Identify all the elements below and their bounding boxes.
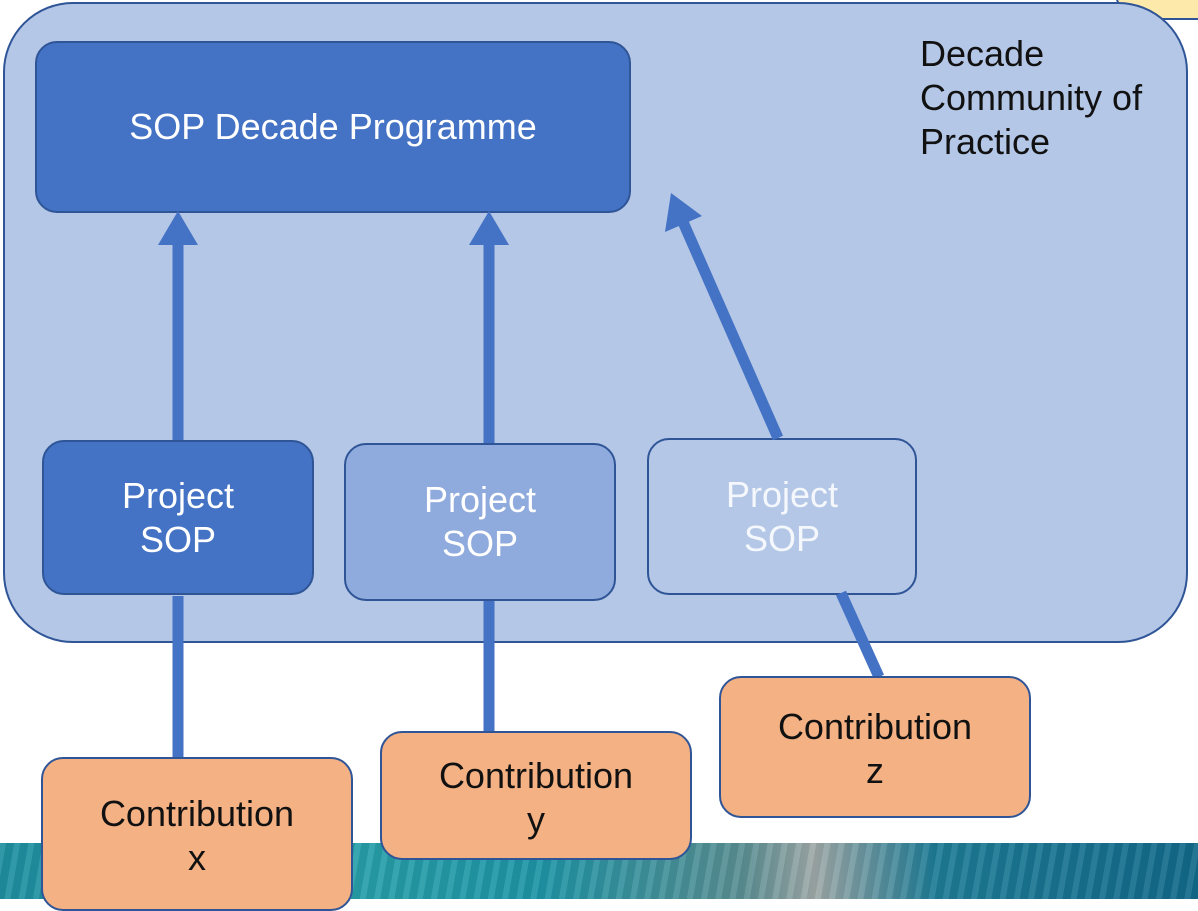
project-sop-label-line2: SOP [743,517,820,559]
project-sop-label-line2: SOP [441,523,518,564]
contribution-label-line1: Contribution [99,793,295,834]
contribution-label-line1: Contribution [777,706,973,747]
arrowhead-y [469,211,509,245]
community-label: Decade Community of Practice [920,33,1143,162]
programme-label: SOP Decade Programme [129,106,537,147]
contribution-label-line2: x [188,837,206,878]
project-sop-label-line1: Project [725,473,839,515]
contribution-label-line1: Contribution [438,754,634,796]
arrowhead-x [158,211,198,245]
project-sop-label-line2: SOP [139,518,216,560]
arrowhead-z [665,193,702,232]
sop-decade-programme-box: SOP Decade Programme [35,41,631,213]
contribution-label-line2: y [527,798,545,840]
project-sop-label-line1: Project [423,479,537,520]
arrow-z-to-programme [677,219,784,441]
project-sop-label-line1: Project [121,474,235,516]
contribution-label-line2: z [866,750,884,791]
link-contribution-z [835,590,885,680]
